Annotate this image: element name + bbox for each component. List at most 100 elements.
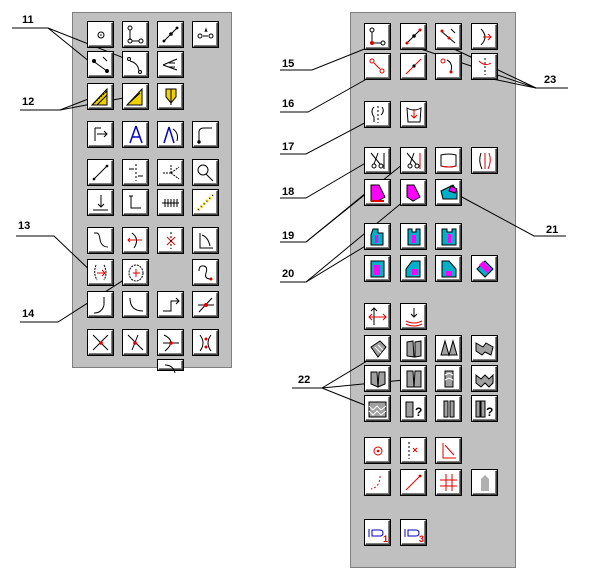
tool-curve-corner-button[interactable] xyxy=(193,228,218,253)
tool-red-point-button[interactable] xyxy=(193,292,218,317)
arc-arrow-icon xyxy=(480,28,492,46)
tool-line-points-button[interactable] xyxy=(88,52,113,77)
tool-vertical-curve-button[interactable] xyxy=(88,292,113,317)
tool-cyan-piece-button[interactable] xyxy=(436,180,461,205)
tool-stripes-query-button[interactable]: ? xyxy=(472,396,497,421)
callout-22: 22 xyxy=(298,374,311,386)
tool-grain-piece-3-button[interactable] xyxy=(436,336,461,361)
tool-corner-curve-button[interactable] xyxy=(436,438,461,463)
tool-gray-piece-button[interactable] xyxy=(472,470,497,495)
tool-compass-arc-button[interactable] xyxy=(158,122,183,147)
tool-ticks-button[interactable] xyxy=(158,190,183,215)
arc-corner-icon xyxy=(129,297,144,312)
tool-point-cross-button[interactable] xyxy=(436,24,461,49)
tool-curve-arrows-button[interactable] xyxy=(123,228,148,253)
tool-x-lines-button[interactable] xyxy=(88,330,113,355)
tool-x-lines-red-button[interactable] xyxy=(123,330,148,355)
tool-half-pattern-button[interactable] xyxy=(365,102,390,127)
oval-point-icon xyxy=(128,264,144,282)
tool-two-points-button[interactable] xyxy=(193,330,218,355)
tool-points-red-button[interactable] xyxy=(365,54,390,79)
tool-partial-button[interactable] xyxy=(158,360,183,374)
tool-grain-piece-9-button[interactable] xyxy=(365,396,390,421)
tool-point-offset-button[interactable] xyxy=(193,22,218,47)
tool-corner-button[interactable] xyxy=(123,190,148,215)
tool-cyan-panel-2-button[interactable] xyxy=(401,256,426,281)
tool-grain-piece-2-button[interactable] xyxy=(401,336,426,361)
tool-triangle-angle-button[interactable] xyxy=(123,84,148,109)
tool-oval-point-button[interactable] xyxy=(123,260,148,285)
tool-curve-intersect-button[interactable] xyxy=(158,330,183,355)
tool-red-line-button[interactable] xyxy=(401,470,426,495)
svg-text:?: ? xyxy=(486,405,493,419)
tool-grain-piece-8-button[interactable] xyxy=(472,366,497,391)
tool-panel-shape-button[interactable] xyxy=(436,148,461,173)
tool-compass-button[interactable] xyxy=(123,122,148,147)
tool-dotted-diagonal-button[interactable] xyxy=(193,190,218,215)
tool-ray-button[interactable] xyxy=(158,160,183,185)
tool-pointer-1-button[interactable]: 1 xyxy=(365,520,390,545)
tool-arc-points-button[interactable] xyxy=(123,52,148,77)
tool-grain-query-button[interactable]: ? xyxy=(401,396,426,421)
diagonal-line-icon xyxy=(92,164,109,181)
tool-scissors-red-button[interactable] xyxy=(401,148,426,173)
tool-point-on-line-button[interactable] xyxy=(158,22,183,47)
tool-exit-bracket-button[interactable] xyxy=(88,122,113,147)
tool-curve-split-button[interactable] xyxy=(472,148,497,173)
tool-step-arrow-button[interactable] xyxy=(158,292,183,317)
tool-dashed-cross-button[interactable] xyxy=(472,54,497,79)
tool-diagonal-line-button[interactable] xyxy=(88,160,113,185)
tool-circle-tangent-button[interactable] xyxy=(193,160,218,185)
perpendicular-icon xyxy=(93,195,108,211)
tool-arc-red-button[interactable] xyxy=(365,470,390,495)
tool-tangent-button[interactable] xyxy=(193,122,218,147)
tool-magenta-piece-button[interactable] xyxy=(365,180,390,205)
tool-target-point-button[interactable] xyxy=(365,438,390,463)
tool-grain-piece-1-button[interactable] xyxy=(365,336,390,361)
tool-shield-button[interactable] xyxy=(158,84,183,109)
tool-cyan-panel-3-button[interactable] xyxy=(436,256,461,281)
tool-point-curl-button[interactable] xyxy=(436,54,461,79)
tool-point-arrow-button[interactable] xyxy=(88,260,113,285)
tool-rotate-piece-button[interactable] xyxy=(472,256,497,281)
tool-point-button[interactable] xyxy=(88,22,113,47)
callout-17: 17 xyxy=(282,141,295,153)
tool-loop-curve-button[interactable] xyxy=(193,260,218,285)
tool-grain-piece-4-button[interactable] xyxy=(472,336,497,361)
tool-grain-stripes-button[interactable] xyxy=(436,396,461,421)
tool-wave-arrow-button[interactable] xyxy=(401,304,426,329)
tool-pointer-3-button[interactable]: 3 xyxy=(401,520,426,545)
tool-axis-arrows-button[interactable] xyxy=(365,304,390,329)
tool-cyan-bodice-button[interactable] xyxy=(365,224,390,249)
callout-13: 13 xyxy=(18,220,31,232)
tool-grain-piece-7-button[interactable] xyxy=(436,366,461,391)
tool-grain-piece-6-button[interactable] xyxy=(401,366,426,391)
tool-magenta-piece-2-button[interactable] xyxy=(401,180,426,205)
tool-line-red-points-button[interactable] xyxy=(401,24,426,49)
tool-red-diagonal-button[interactable] xyxy=(401,54,426,79)
callout-19: 19 xyxy=(282,230,295,242)
tool-dashed-vertical-button[interactable] xyxy=(123,160,148,185)
tool-fold-pattern-button[interactable] xyxy=(401,102,426,127)
tool-triangle-measure-button[interactable] xyxy=(88,84,113,109)
tool-arc-arrow-button[interactable] xyxy=(472,24,497,49)
tool-red-grid-button[interactable] xyxy=(436,470,461,495)
tool-points-tree-button[interactable] xyxy=(123,22,148,47)
grain-stripes-icon xyxy=(443,400,455,418)
point-arrow-icon xyxy=(94,264,107,281)
tool-cyan-bodice-2-button[interactable] xyxy=(401,224,426,249)
tool-point-tree-2-button[interactable] xyxy=(365,24,390,49)
tool-perpendicular-button[interactable] xyxy=(88,190,113,215)
ray-icon xyxy=(162,164,180,180)
tool-dashed-point-button[interactable] xyxy=(401,438,426,463)
tool-grain-piece-5-button[interactable] xyxy=(365,366,390,391)
shield-icon xyxy=(165,88,177,105)
tool-cyan-panel-button[interactable] xyxy=(365,256,390,281)
rotate-piece-icon xyxy=(476,260,494,278)
tool-cyan-bodice-3-button[interactable] xyxy=(436,224,461,249)
tool-s-curve-button[interactable] xyxy=(88,228,113,253)
tool-scissors-button[interactable] xyxy=(365,148,390,173)
tool-angle-points-button[interactable] xyxy=(158,52,183,77)
tool-arc-corner-button[interactable] xyxy=(123,292,148,317)
tool-curve-cross-button[interactable] xyxy=(158,228,183,253)
